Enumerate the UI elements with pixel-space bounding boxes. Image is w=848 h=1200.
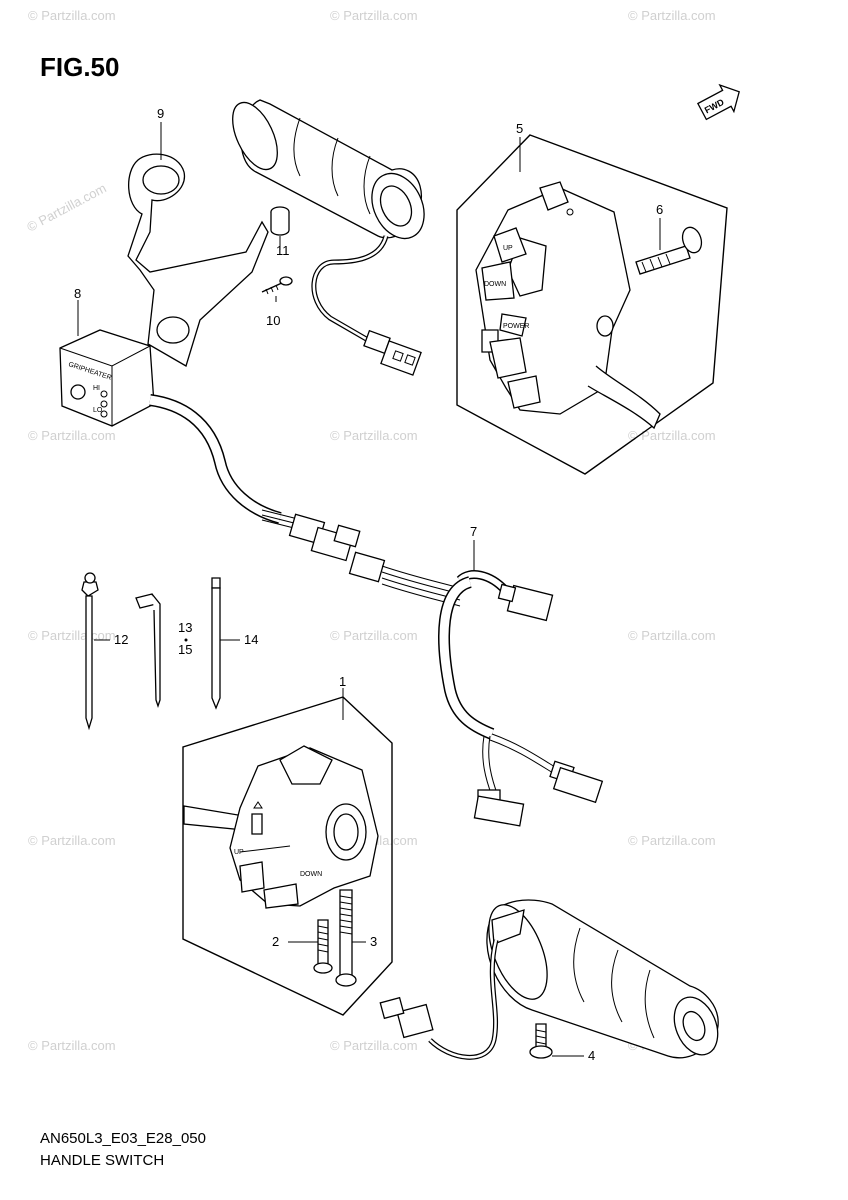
screw-part-2 <box>313 919 333 974</box>
wiring-harness-part-7 <box>149 394 604 827</box>
watermark: © Partzilla.com <box>28 8 116 23</box>
watermark: © Partzilla.com <box>28 1038 116 1053</box>
callout-12: 12 <box>114 632 128 647</box>
watermark: © Partzilla.com <box>28 833 116 848</box>
watermark: © Partzilla.com <box>28 628 116 643</box>
leader-lines <box>77 122 661 1057</box>
clamp-part-12 <box>81 572 99 731</box>
bracket-part-9 <box>127 153 269 367</box>
screw-part-6 <box>635 226 703 275</box>
callout-7: 7 <box>470 524 477 539</box>
left-down-label: DOWN <box>300 871 322 878</box>
power-button-label: POWER <box>503 323 529 330</box>
right-handle-switch-part-5: UP DOWN POWER <box>475 181 661 430</box>
callout-labels: 9 11 10 8 5 6 7 12 13 15 14 1 2 3 4 <box>74 106 663 1063</box>
grip-heater-controller-part-8: GRIPHEATER HI LO <box>59 329 155 427</box>
callout-4: 4 <box>588 1048 595 1063</box>
screw-part-10 <box>261 276 293 295</box>
callout-dot <box>184 638 188 642</box>
forward-arrow-icon: FWD <box>697 83 740 121</box>
watermark: © Partzilla.com <box>628 428 716 443</box>
right-grip <box>232 99 425 376</box>
hi-label: HI <box>93 385 100 392</box>
callout-2: 2 <box>272 934 279 949</box>
left-handle-switch-part-1: UP DOWN <box>183 745 379 909</box>
watermark: © Partzilla.com <box>330 1038 418 1053</box>
callout-9: 9 <box>157 106 164 121</box>
diagram-code: AN650L3_E03_E28_050 <box>40 1130 206 1147</box>
cable-tie-part-14 <box>211 577 221 710</box>
left-up-label: UP <box>234 849 244 856</box>
right-switch-box <box>456 134 728 475</box>
callout-14: 14 <box>244 632 258 647</box>
watermark: © Partzilla.com <box>628 628 716 643</box>
left-switch-box <box>182 696 393 1016</box>
down-button-label: DOWN <box>484 281 506 288</box>
callout-8: 8 <box>74 286 81 301</box>
clamp-part-13-15 <box>135 593 161 709</box>
callout-13: 13 <box>178 620 192 635</box>
up-button-label: UP <box>503 245 513 252</box>
figure-title: FIG.50 <box>40 52 120 82</box>
lo-label: LO <box>93 407 103 414</box>
watermark: © Partzilla.com <box>628 8 716 23</box>
callout-15: 15 <box>178 642 192 657</box>
screw-part-4 <box>529 1023 553 1059</box>
watermark: © Partzilla.com <box>330 8 418 23</box>
callout-5: 5 <box>516 121 523 136</box>
spacer-part-11 <box>270 206 290 236</box>
watermark: © Partzilla.com <box>330 628 418 643</box>
screw-part-3 <box>335 889 357 987</box>
callout-6: 6 <box>656 202 663 217</box>
watermark: © Partzilla.com <box>28 428 116 443</box>
watermark: © Partzilla.com <box>24 180 108 234</box>
left-grip <box>379 899 719 1060</box>
callout-1: 1 <box>339 674 346 689</box>
watermark: © Partzilla.com <box>628 833 716 848</box>
watermark: © Partzilla.com <box>330 428 418 443</box>
callout-11: 11 <box>276 243 290 258</box>
callout-10: 10 <box>266 313 280 328</box>
section-name: HANDLE SWITCH <box>40 1152 165 1169</box>
callout-3: 3 <box>370 934 377 949</box>
